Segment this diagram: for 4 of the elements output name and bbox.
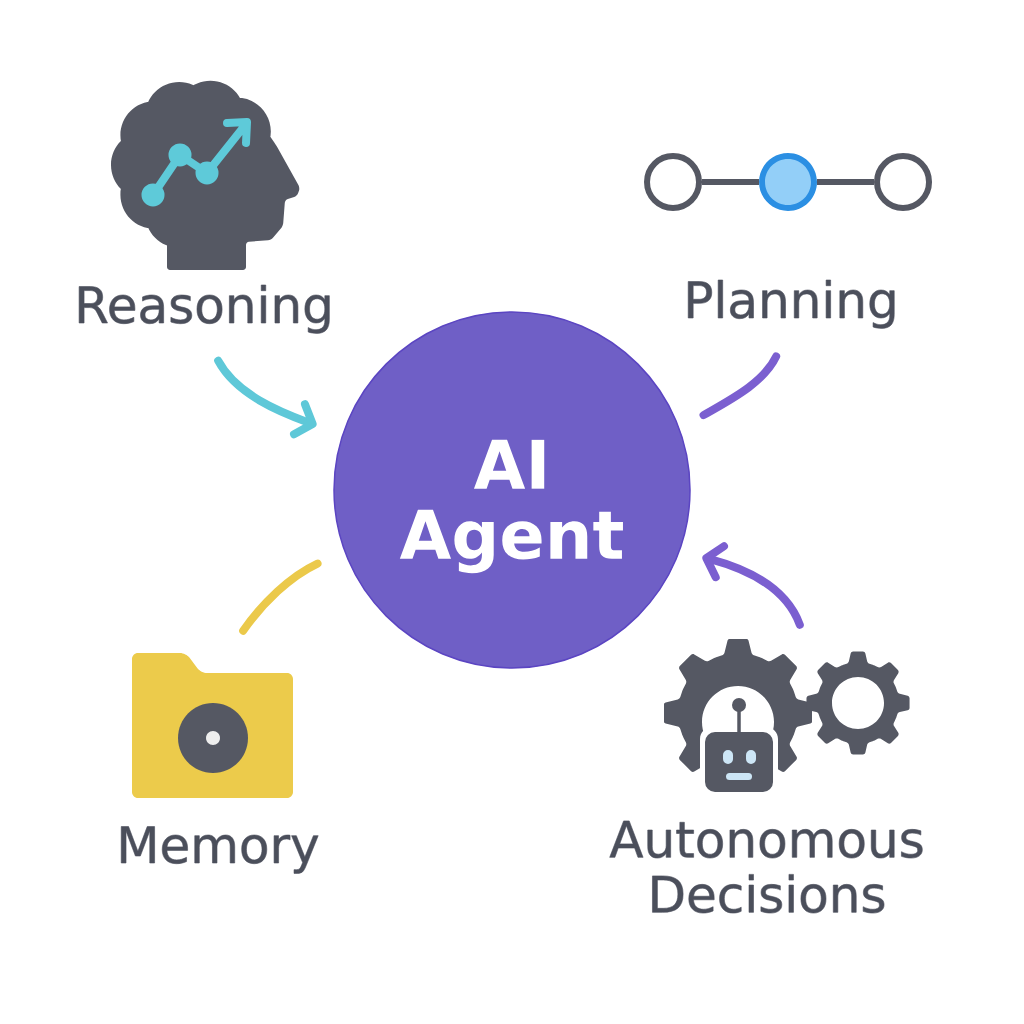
curved-line <box>239 559 322 635</box>
curved-arrow <box>702 542 804 629</box>
curved-line <box>699 352 781 420</box>
curved-arrow <box>214 356 317 439</box>
